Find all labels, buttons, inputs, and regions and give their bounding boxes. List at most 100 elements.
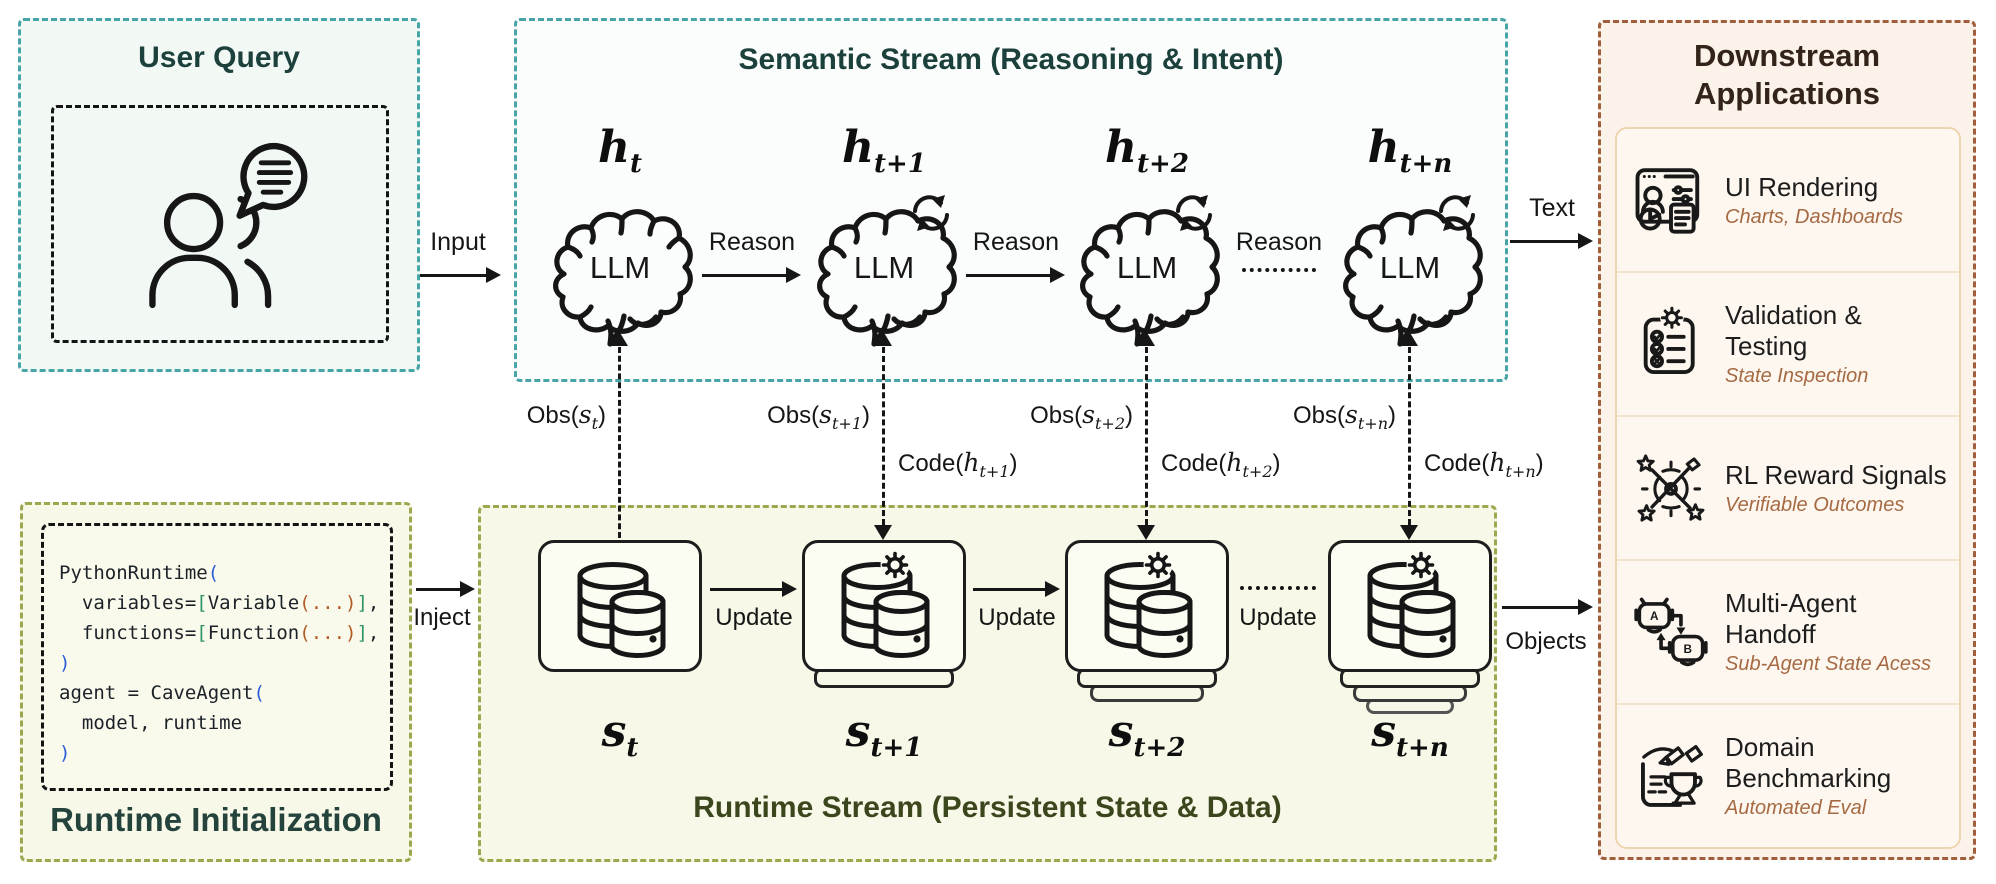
inject-edge-label: Inject [413, 604, 471, 631]
update-edge-label: Update [1239, 604, 1317, 631]
llm-node-tn: LLM [1330, 200, 1490, 348]
users-speech-icon [149, 143, 308, 309]
robot-b-label: B [1683, 643, 1692, 656]
runtime-init-panel: PythonRuntime( variables=[Variable(...)]… [20, 502, 412, 862]
code-line: functions=[Function(...)], [59, 622, 380, 644]
reason-edge-label: Reason [972, 228, 1060, 256]
s-t-label: st [601, 706, 639, 763]
update-arrow-1 [710, 581, 797, 598]
state-node-t [538, 540, 702, 672]
user-query-panel: User Query [18, 18, 420, 372]
update-edge-label: Update [715, 604, 793, 631]
user-query-title: User Query [138, 41, 300, 74]
obs-arrowhead [610, 331, 628, 346]
obs-label-tn: Obs(st+n) [1293, 400, 1396, 433]
s-t2-label: st+2 [1108, 706, 1186, 763]
obs-arrowhead [1137, 331, 1155, 346]
item-subtitle: Verifiable Outcomes [1725, 493, 1905, 516]
obs-arrowhead [874, 331, 892, 346]
update-arrow-2 [973, 581, 1060, 598]
code-label-t2: Code(ht+2) [1161, 448, 1281, 481]
reason-arrow-2 [966, 267, 1065, 284]
text-edge-label: Text [1529, 194, 1575, 222]
state-node-t2 [1065, 540, 1229, 672]
llm-node-label: LLM [589, 250, 651, 285]
downstream-panel: Downstream Applications UI Rendering Cha… [1598, 20, 1976, 860]
list-item: Validation & Testing State Inspection [1617, 271, 1959, 415]
code-line: model, runtime [59, 712, 243, 734]
checklist-icon [1643, 306, 1695, 374]
refresh-cycle-icon [1439, 195, 1475, 231]
code-line: agent = CaveAgent( [59, 682, 265, 704]
robot-a-label: A [1650, 610, 1659, 623]
item-title: Domain Benchmarking [1725, 732, 1892, 793]
trophy-doc-icon [1641, 744, 1703, 807]
database-icon [577, 562, 666, 658]
s-tn-label: st+n [1371, 706, 1449, 763]
h-t2-label: ht+2 [1105, 122, 1189, 179]
code-line: PythonRuntime( [59, 562, 220, 584]
inject-arrow [416, 581, 475, 598]
obs-label-t1: Obs(st+1) [767, 400, 870, 433]
database-gear-icon [1367, 550, 1456, 658]
item-title: UI Rendering [1725, 171, 1879, 202]
llm-node-t: LLM [540, 200, 700, 348]
list-item: Domain Benchmarking Automated Eval [1617, 703, 1959, 847]
code-label-t1: Code(ht+1) [898, 448, 1018, 481]
user-query-illustration-box [51, 105, 389, 343]
reason-edge-label: Reason [708, 228, 796, 256]
item-subtitle: Sub-Agent State Acess [1725, 653, 1932, 675]
code-arrowhead [1400, 525, 1418, 540]
item-subtitle: State Inspection [1725, 365, 1869, 387]
objects-edge-label: Objects [1505, 628, 1587, 655]
obs-code-dashed-line-tn [1408, 347, 1411, 525]
text-arrow [1510, 233, 1593, 250]
code-snippet-box: PythonRuntime( variables=[Variable(...)]… [41, 523, 393, 791]
refresh-cycle-icon [1176, 195, 1212, 231]
code-line: variables=[Variable(...)], [59, 592, 380, 614]
database-gear-icon [1104, 550, 1193, 658]
state-node-t1 [802, 540, 966, 672]
semantic-stream-title: Semantic Stream (Reasoning & Intent) [738, 43, 1284, 76]
runtime-stream-title: Runtime Stream (Persistent State & Data) [693, 791, 1282, 824]
list-item: RL Reward Signals Verifiable Outcomes [1617, 415, 1959, 559]
code-label-tn: Code(ht+n) [1424, 448, 1544, 481]
obs-code-dashed-line-t1 [882, 347, 885, 525]
objects-arrow [1502, 599, 1593, 616]
database-gear-icon [841, 550, 930, 658]
refresh-cycle-icon [913, 195, 949, 231]
llm-node-label: LLM [853, 250, 915, 285]
code-line: ) [59, 652, 71, 674]
s-t1-label: st+1 [845, 706, 923, 763]
code-snippet: PythonRuntime( variables=[Variable(...)]… [59, 558, 379, 768]
update-edge-label: Update [978, 604, 1056, 631]
h-t1-label: ht+1 [842, 122, 926, 179]
runtime-init-title: Runtime Initialization [50, 801, 382, 838]
list-item: UI Rendering Charts, Dashboards [1617, 129, 1959, 271]
llm-node-label: LLM [1116, 250, 1178, 285]
obs-dashed-line-t [618, 347, 621, 538]
list-item: A B Multi-Agent Handoff Sub-Agent State … [1617, 559, 1959, 703]
obs-label-t2: Obs(st+2) [1030, 400, 1133, 433]
item-title: Validation & Testing [1725, 300, 1862, 361]
reason-arrow-1 [702, 267, 801, 284]
item-subtitle: Charts, Dashboards [1725, 205, 1903, 228]
h-tn-label: ht+n [1367, 122, 1453, 179]
ellipsis-dots [1240, 586, 1316, 590]
llm-node-label: LLM [1379, 250, 1441, 285]
llm-node-t1: LLM [804, 200, 964, 348]
downstream-title: Downstream Applications [1693, 38, 1881, 111]
downstream-card: UI Rendering Charts, Dashboards Validati… [1615, 127, 1961, 849]
input-edge-label: Input [430, 228, 486, 256]
code-line: ) [59, 742, 71, 764]
item-subtitle: Automated Eval [1725, 797, 1867, 819]
reward-target-icon [1636, 454, 1705, 522]
reason-edge-label: Reason [1235, 228, 1323, 256]
obs-code-dashed-line-t2 [1145, 347, 1148, 525]
h-t-label: ht [597, 122, 642, 179]
obs-arrowhead [1400, 331, 1418, 346]
semantic-stream-panel: Semantic Stream (Reasoning & Intent) [514, 18, 1508, 382]
robots-handoff-icon: A B [1634, 597, 1708, 667]
state-node-tn [1328, 540, 1492, 672]
